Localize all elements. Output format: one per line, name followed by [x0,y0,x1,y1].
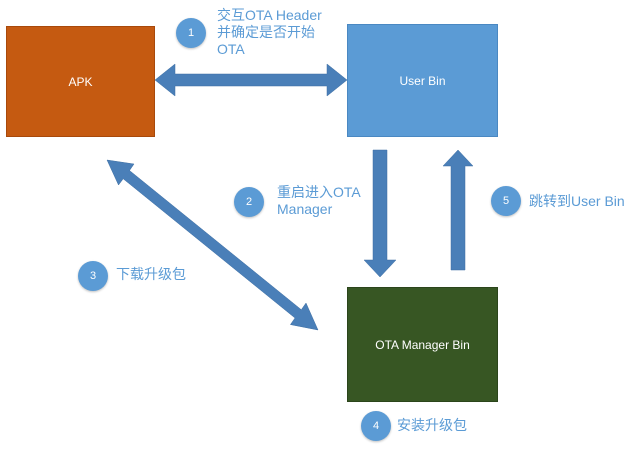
ota-manager-bin-box: OTA Manager Bin [347,287,498,402]
step-5-label: 跳转到User Bin [529,193,625,210]
step-1-line-3: OTA [217,41,245,57]
step-1-line-2: 并确定是否开始 [217,24,315,40]
step-5-badge: 5 [491,186,521,216]
step-2-badge: 2 [234,187,264,217]
apk-box: APK [6,26,155,137]
step-2-label: 重启进入OTA Manager [277,184,361,218]
step-1-label: 交互OTA Header 并确定是否开始 OTA [217,7,322,58]
step-4-label: 安装升级包 [397,417,467,434]
step-3-label: 下载升级包 [116,266,186,283]
step-1-line-1: 交互OTA Header [217,7,322,23]
arrow-otabin-to-userbin [442,149,474,271]
ota-manager-bin-label: OTA Manager Bin [375,337,470,352]
step-2-line-2: Manager [277,201,333,217]
step-4-line-1: 安装升级包 [397,417,467,433]
step-2-line-1: 重启进入OTA [277,184,361,200]
apk-label: APK [68,74,93,89]
step-5-line-1: 跳转到User Bin [529,193,625,209]
step-4-badge: 4 [361,411,391,441]
user-bin-box: User Bin [347,24,498,137]
user-bin-label: User Bin [399,73,446,88]
step-3-line-1: 下载升级包 [116,266,186,282]
step-3-badge: 3 [78,261,108,291]
step-1-badge: 1 [176,18,206,48]
arrow-apk-otabin [106,159,319,331]
arrow-userbin-to-otabin [363,149,397,278]
arrow-apk-userbin [154,63,348,97]
